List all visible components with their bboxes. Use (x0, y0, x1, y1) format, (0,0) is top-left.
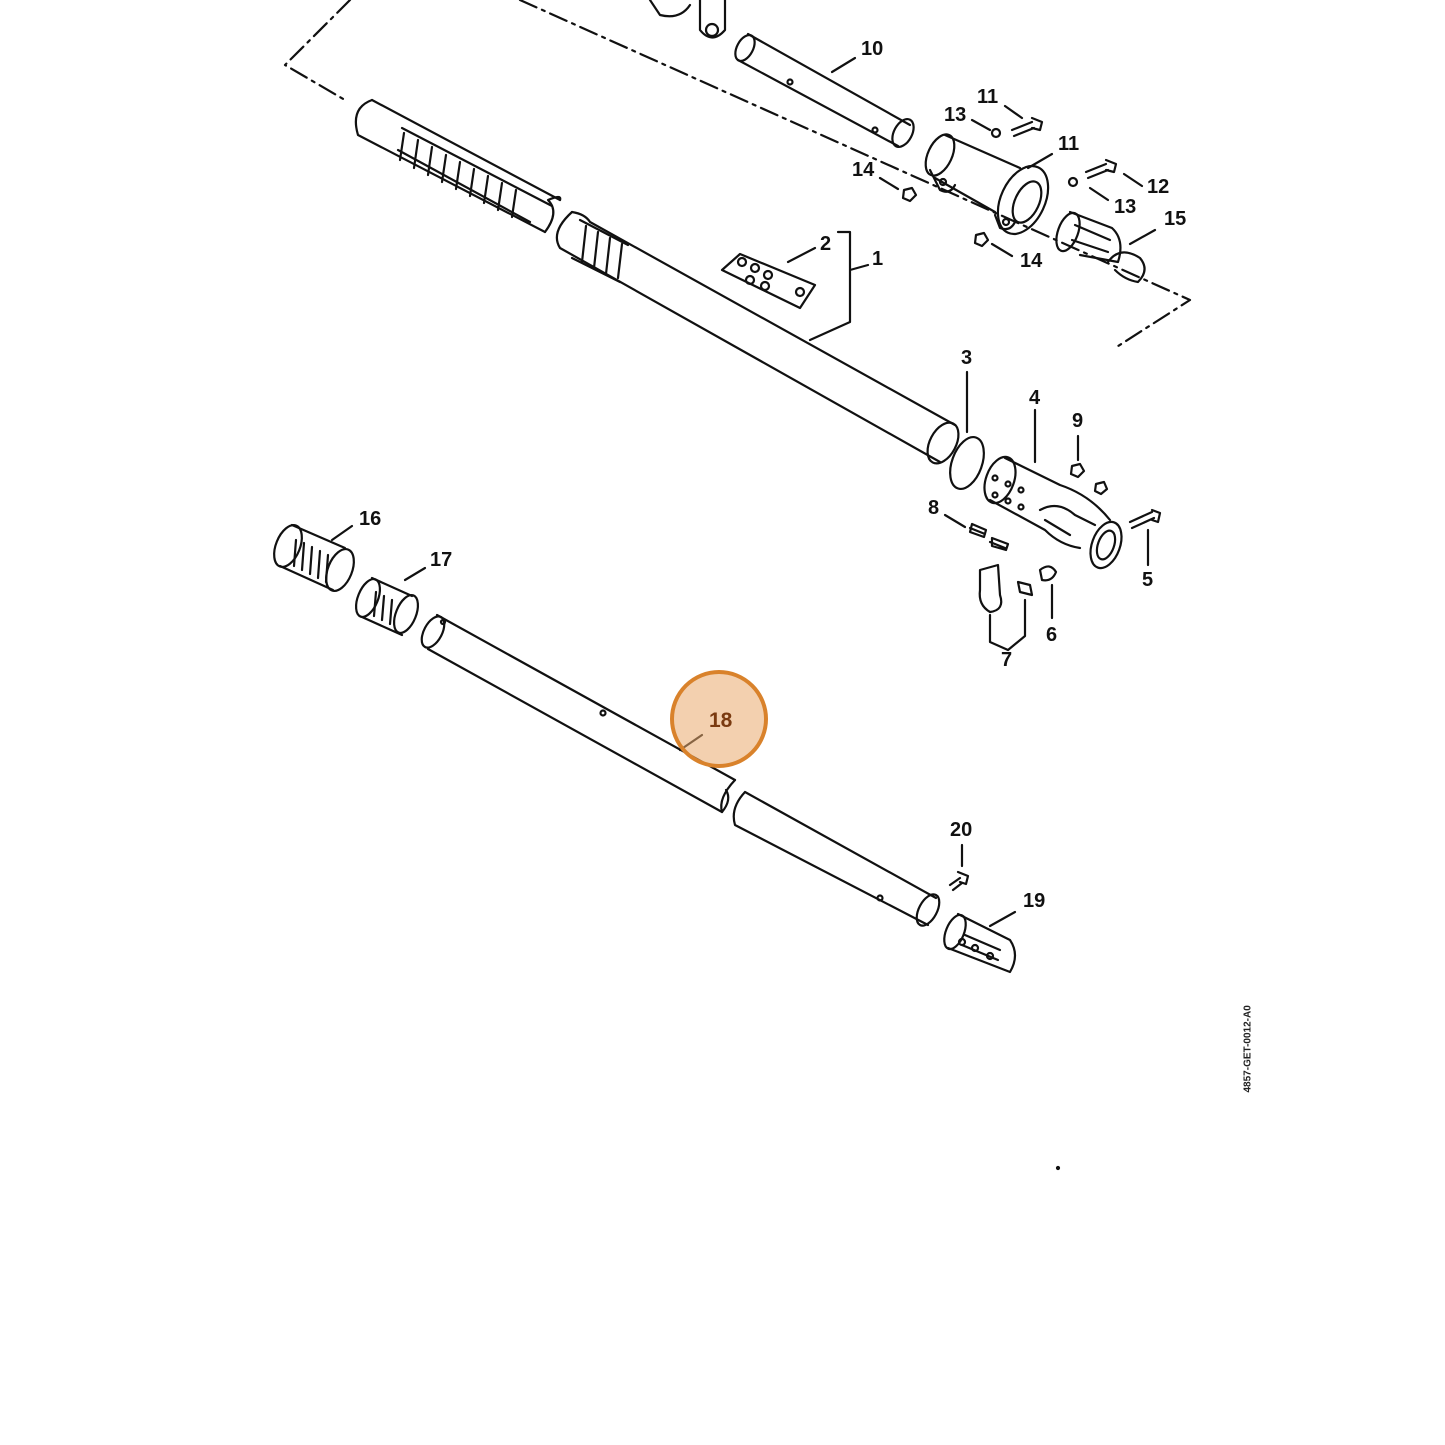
callout-12b[interactable]: 12 (1147, 176, 1170, 198)
part-17-sleeve (354, 576, 420, 637)
callout-15[interactable]: 15 (1164, 208, 1187, 230)
callout-2[interactable]: 2 (820, 233, 832, 255)
part-2-label (720, 252, 817, 310)
part-8-screw (968, 522, 988, 539)
part-14-nut (901, 186, 918, 203)
part-12-screw (1010, 116, 1044, 138)
callout-8[interactable]: 8 (928, 497, 940, 519)
callout-14[interactable]: 14 (852, 159, 875, 181)
part-18-shaft (420, 613, 941, 927)
part-16-sleeve (273, 523, 355, 592)
callout-1[interactable]: 1 (872, 248, 884, 270)
callout-3[interactable]: 3 (961, 347, 973, 369)
document-code: 4857-GET-0012-A0 (1242, 1005, 1254, 1093)
callout-9[interactable]: 9 (1072, 410, 1084, 432)
callout-14b[interactable]: 14 (1020, 250, 1043, 272)
part-10-tube (734, 32, 915, 149)
part-19-end-cap (943, 912, 1017, 974)
part-4-housing (983, 455, 1123, 570)
part-1-main-tube (354, 98, 960, 465)
callout-7[interactable]: 7 (1001, 649, 1013, 671)
part-6-clip (1038, 565, 1058, 582)
callout-5[interactable]: 5 (1142, 569, 1154, 591)
part-13-washer (990, 127, 1002, 139)
part-3-o-ring (949, 436, 985, 490)
part-5-bolt (1128, 508, 1162, 530)
callout-6[interactable]: 6 (1046, 624, 1058, 646)
part-20-screw (948, 870, 970, 892)
callout-11[interactable]: 11 (1058, 133, 1080, 155)
callout-4[interactable]: 4 (1029, 387, 1041, 409)
callout-19[interactable]: 19 (1023, 890, 1046, 912)
callout-20[interactable]: 20 (950, 819, 973, 841)
callout-18[interactable]: 18 (709, 709, 733, 732)
assembly-boundary (283, 0, 1192, 350)
callout-10[interactable]: 10 (861, 38, 884, 60)
part-11-handle-mount (924, 133, 1050, 236)
part-18-highlight[interactable] (670, 670, 768, 768)
callout-13b[interactable]: 13 (1114, 196, 1137, 218)
callout-13[interactable]: 13 (944, 104, 967, 126)
part-15-trigger (1055, 210, 1146, 284)
callout-12[interactable]: 11 (977, 86, 999, 108)
part-9-nut (1069, 462, 1086, 479)
callout-17[interactable]: 17 (430, 549, 453, 571)
part-7-lever (978, 563, 1003, 614)
callout-16[interactable]: 16 (359, 508, 382, 530)
